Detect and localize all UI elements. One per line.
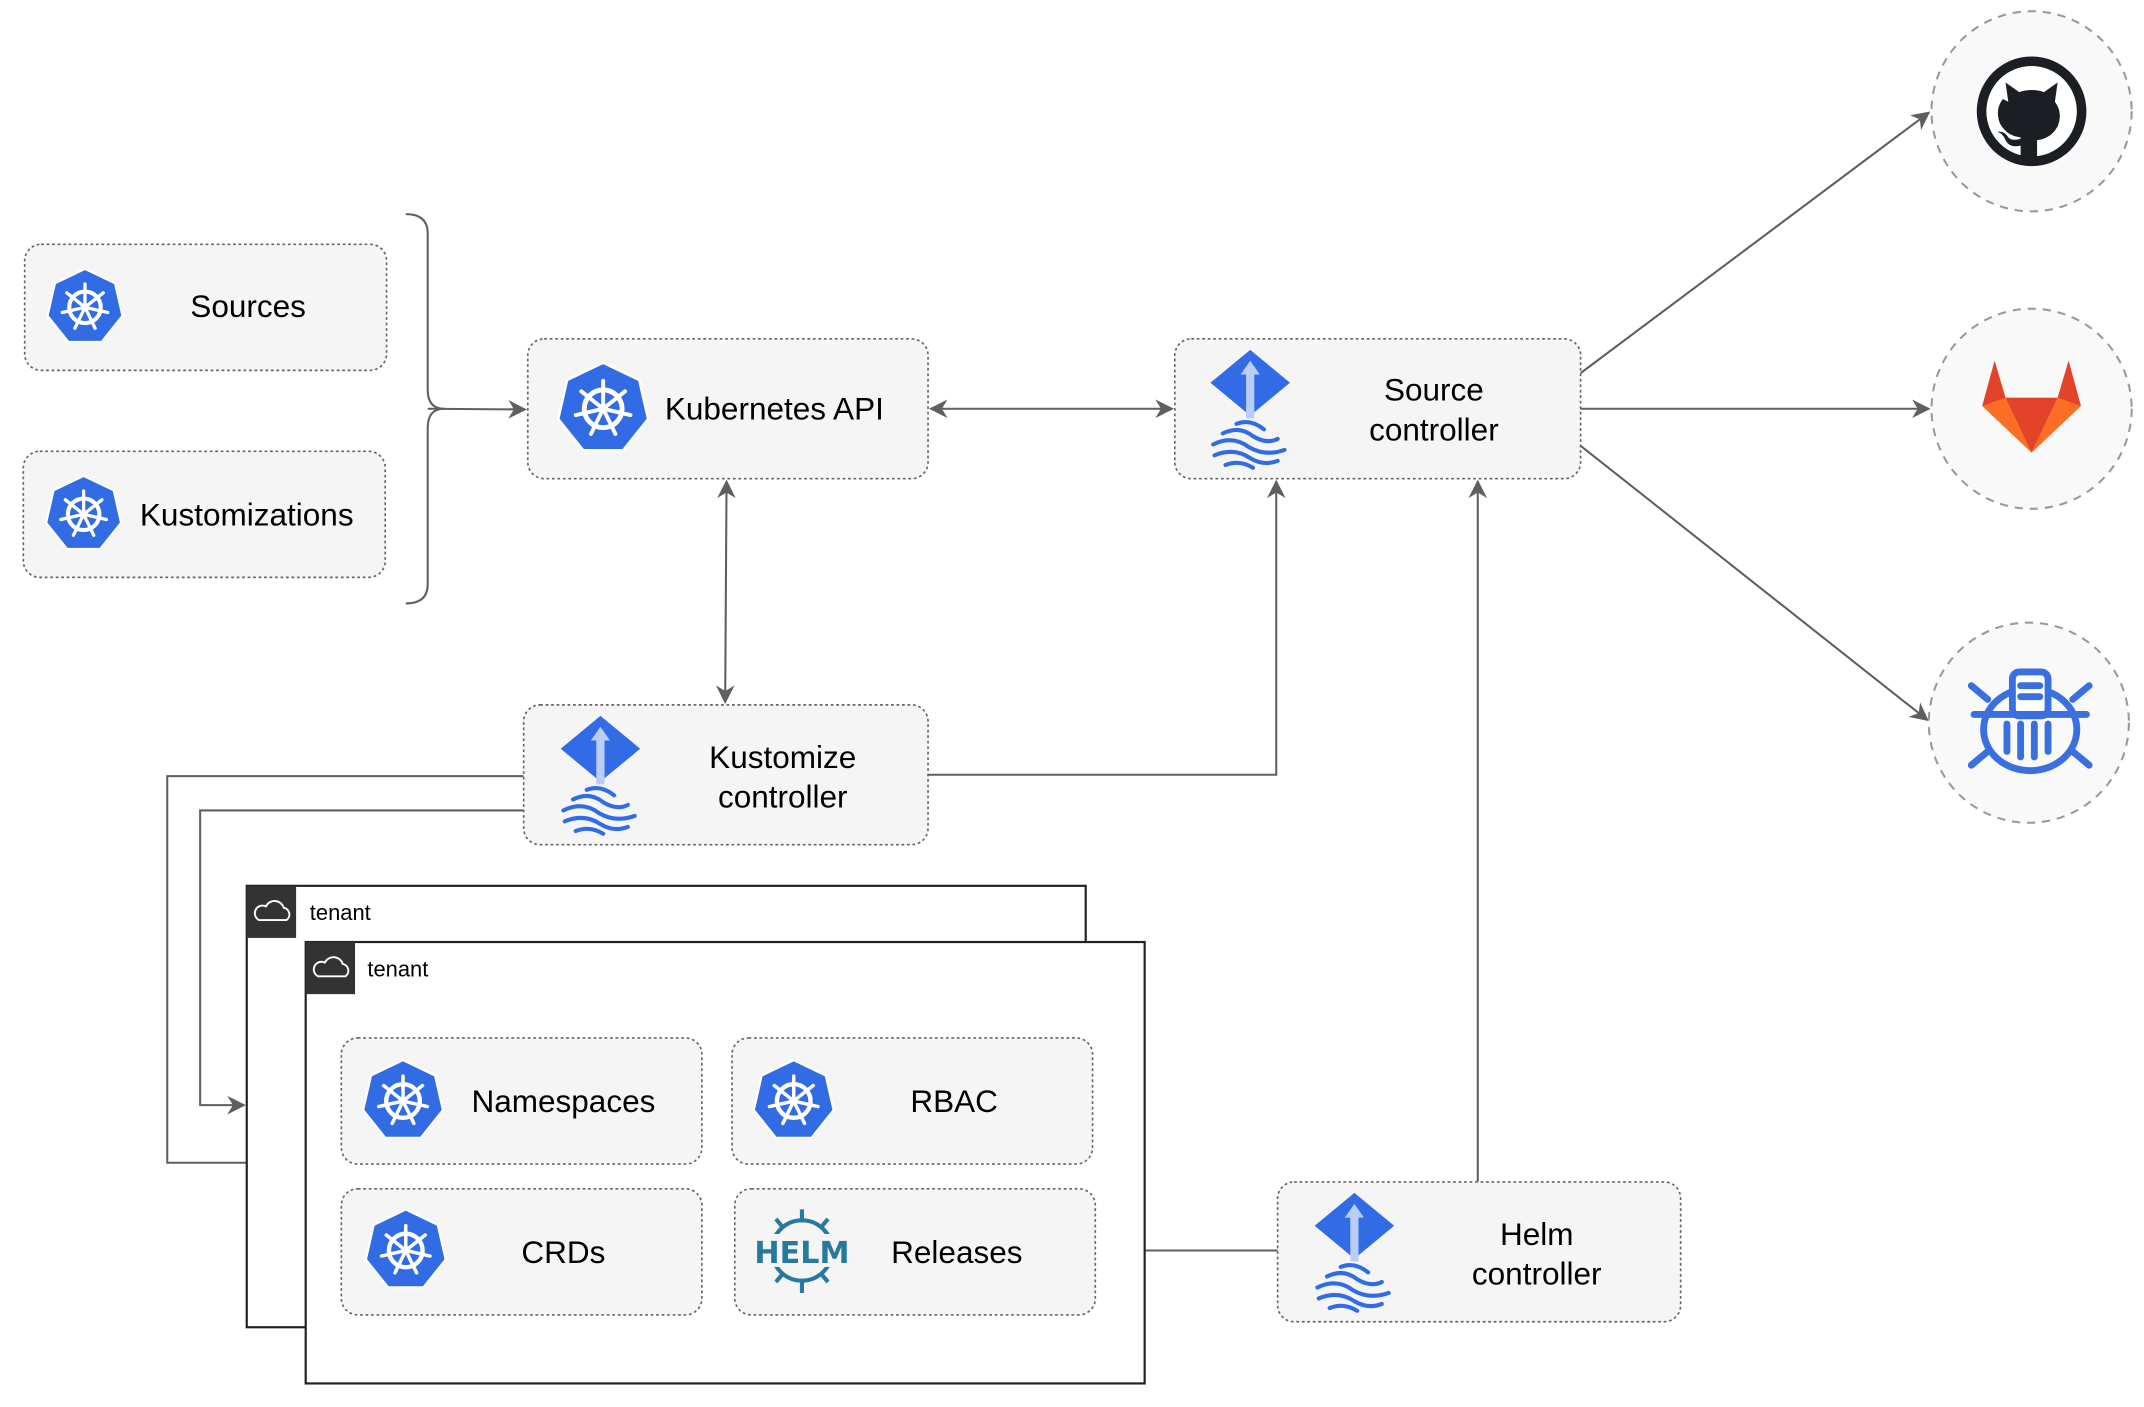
helm-logo-text: HELM: [754, 1236, 849, 1271]
helm-icon: HELM: [754, 1209, 849, 1293]
node-kubernetes-api[interactable]: Kubernetes API: [526, 338, 929, 480]
node-kustomizations[interactable]: Kustomizations: [22, 450, 387, 579]
cloud-icon: [312, 956, 350, 978]
cloud-icon: [253, 900, 291, 922]
github-icon: [1976, 56, 2087, 167]
edge-kubernetes-api-kustomize-controller: [716, 479, 736, 704]
rbac-label: RBAC: [910, 1083, 998, 1119]
kubernetes-api-label: Kubernetes API: [665, 391, 884, 427]
edge-kustomize-to-tenant-1: [199, 809, 524, 1115]
node-releases[interactable]: HELM Releases: [733, 1187, 1097, 1316]
kustomizations-label: Kustomizations: [140, 496, 354, 532]
node-helm-controller[interactable]: Helm controller: [1276, 1181, 1682, 1323]
kustomize-controller-label-1: Kustomize: [709, 739, 856, 775]
node-rbac[interactable]: RBAC: [731, 1037, 1094, 1165]
node-namespaces[interactable]: Namespaces: [340, 1037, 703, 1165]
releases-label: Releases: [891, 1234, 1022, 1270]
edge-crds-to-kubernetes-api: [427, 400, 527, 419]
namespaces-label: Namespaces: [471, 1083, 655, 1119]
sources-label: Sources: [190, 288, 306, 324]
node-kustomize-controller[interactable]: Kustomize controller: [522, 704, 929, 846]
crds-label: CRDs: [521, 1234, 605, 1270]
tenant-label: tenant: [367, 956, 428, 981]
node-sources[interactable]: Sources: [23, 243, 388, 372]
tenant-frame-2: tenant Namespaces RBAC CRDs: [304, 940, 1146, 1385]
edge-kustomize-to-source-controller: [928, 479, 1286, 776]
node-crds[interactable]: CRDs: [340, 1187, 703, 1316]
github-source[interactable]: [1930, 10, 2133, 213]
kustomize-controller-label-2: controller: [718, 779, 848, 815]
tenant-label: tenant: [310, 900, 371, 925]
source-controller-label-1: Source: [1384, 372, 1484, 408]
edge-kustomize-to-tenant-2: [166, 775, 524, 1172]
source-controller-label-2: controller: [1369, 411, 1499, 447]
node-source-controller[interactable]: Source controller: [1173, 338, 1582, 480]
edge-source-to-github: [1579, 111, 1931, 374]
gitlab-source[interactable]: [1930, 307, 2133, 510]
helm-controller-label-2: controller: [1472, 1256, 1602, 1292]
bucket-registry-icon: [1967, 668, 2093, 775]
bucket-source[interactable]: [1927, 621, 2130, 824]
gitlab-icon: [1982, 360, 2081, 453]
helm-controller-label-1: Helm: [1500, 1216, 1574, 1252]
edge-source-to-bucket: [1579, 444, 1929, 722]
